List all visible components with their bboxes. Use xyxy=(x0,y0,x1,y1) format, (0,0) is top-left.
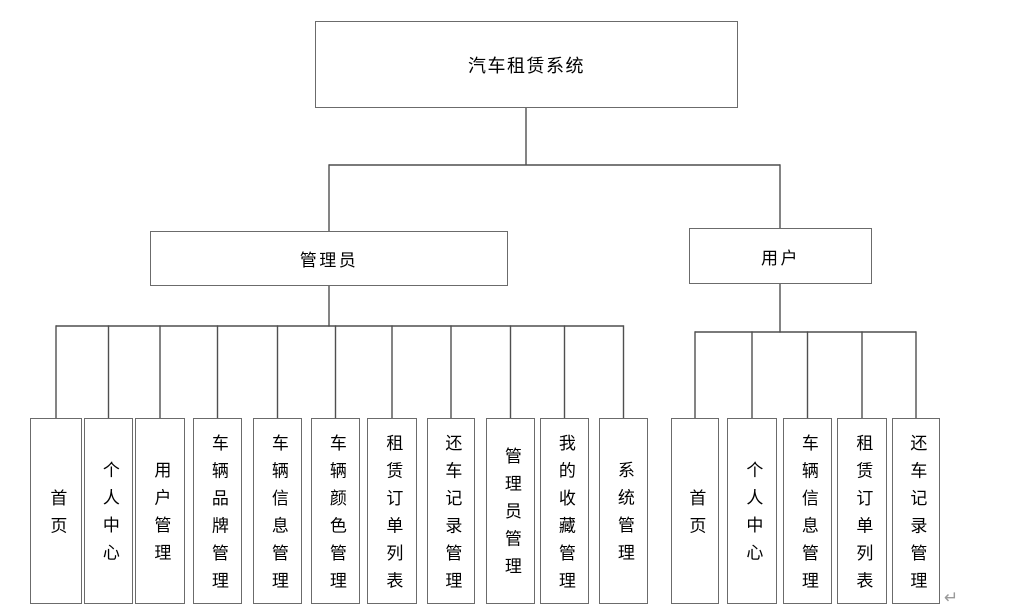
leaf-label: 个人中心 xyxy=(99,461,119,572)
leaf-label: 个人中心 xyxy=(743,461,763,572)
leaf-label: 租赁订单列表 xyxy=(383,433,403,599)
leaf-node-admin-admin-mgmt: 管理员管理 xyxy=(486,418,535,604)
leaf-node-admin-return-record-mgmt: 还车记录管理 xyxy=(427,418,475,604)
leaf-label: 系统管理 xyxy=(614,461,634,572)
leaf-node-user-home: 首页 xyxy=(671,418,719,604)
branch-node-admin: 管理员 xyxy=(150,231,508,286)
leaf-node-admin-user-mgmt: 用户管理 xyxy=(135,418,185,604)
leaf-label: 车辆信息管理 xyxy=(798,433,818,599)
leaf-label: 首页 xyxy=(47,488,67,544)
line-break-mark: ↵ xyxy=(944,588,959,608)
leaf-label: 还车记录管理 xyxy=(907,433,927,599)
leaf-label: 首页 xyxy=(686,488,706,544)
root-node-system: 汽车租赁系统 xyxy=(315,21,738,108)
branch-node-user: 用户 xyxy=(689,228,872,284)
leaf-label: 租赁订单列表 xyxy=(853,433,873,599)
leaf-label: 车辆品牌管理 xyxy=(208,433,228,599)
leaf-label: 管理员管理 xyxy=(501,447,521,586)
leaf-node-user-return-record-mgmt: 还车记录管理 xyxy=(892,418,940,604)
leaf-node-admin-vehicle-brand-mgmt: 车辆品牌管理 xyxy=(193,418,242,604)
leaf-label: 还车记录管理 xyxy=(442,433,462,599)
leaf-node-admin-rental-order-list: 租赁订单列表 xyxy=(367,418,417,604)
leaf-label: 车辆颜色管理 xyxy=(326,433,346,599)
leaf-label: 我的收藏管理 xyxy=(555,433,575,599)
leaf-label: 用户管理 xyxy=(151,461,171,572)
leaf-node-user-rental-order-list: 租赁订单列表 xyxy=(837,418,887,604)
leaf-node-admin-vehicle-info-mgmt: 车辆信息管理 xyxy=(253,418,302,604)
leaf-node-admin-home: 首页 xyxy=(30,418,82,604)
leaf-node-admin-my-favorites-mgmt: 我的收藏管理 xyxy=(540,418,589,604)
leaf-node-user-personal-center: 个人中心 xyxy=(727,418,777,604)
leaf-node-admin-personal-center: 个人中心 xyxy=(84,418,133,604)
leaf-node-admin-system-mgmt: 系统管理 xyxy=(599,418,648,604)
leaf-node-user-vehicle-info-mgmt: 车辆信息管理 xyxy=(783,418,832,604)
leaf-label: 车辆信息管理 xyxy=(268,433,288,599)
leaf-node-admin-vehicle-color-mgmt: 车辆颜色管理 xyxy=(311,418,360,604)
